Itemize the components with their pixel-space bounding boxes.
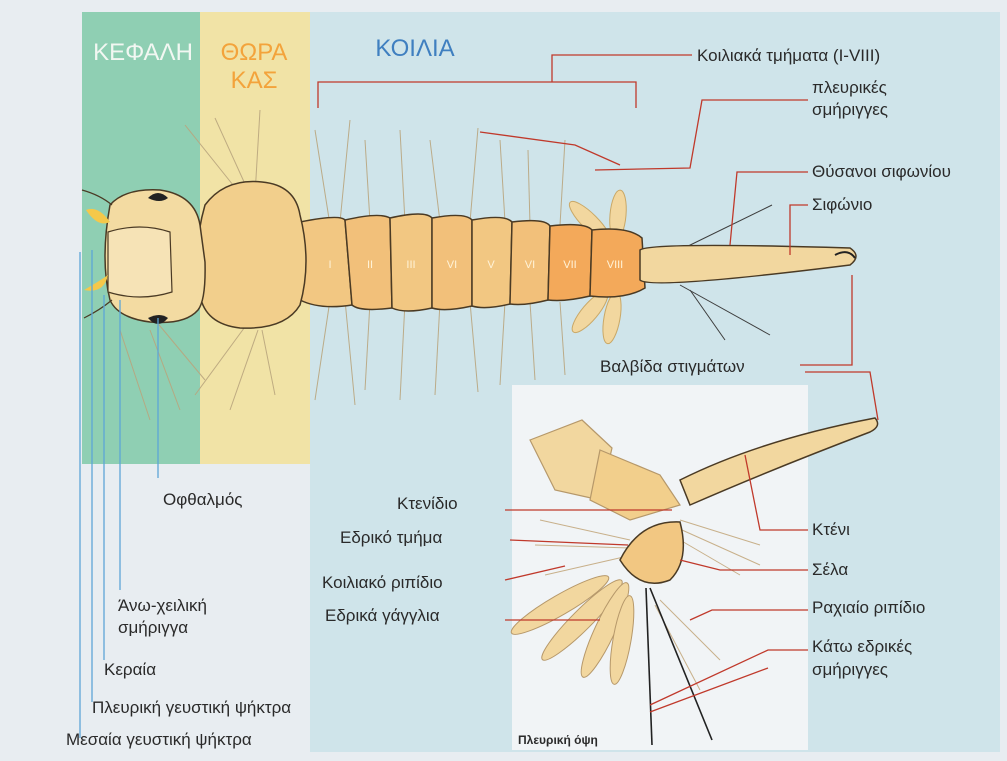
upper-lip-bristle-label-line1: Άνω-χειλική (118, 596, 207, 616)
segment-label: VIII (607, 259, 624, 271)
thorax (197, 181, 306, 328)
spiracle-valve-label: Βαλβίδα στιγμάτων (600, 357, 745, 377)
dorsal-brush-label: Ραχιαίο ριπίδιο (812, 598, 925, 618)
siphon-label: Σιφώνιο (812, 195, 872, 215)
lateral-bristles-label-line1: πλευρικές (812, 78, 887, 98)
segment-label: V (487, 259, 495, 271)
side-view-caption: Πλευρική όψη (518, 730, 598, 750)
upper-lip-bristle-label-line2: σμήριγγα (118, 618, 188, 638)
lower-anal-bristles-label-line2: σμήριγγες (812, 660, 888, 680)
abdominal-segments-label: Κοιλιακά τμήματα (I-VIII) (697, 46, 880, 66)
segment-label: VI (525, 259, 535, 271)
pecten-label: Κτένι (812, 520, 850, 540)
thorax-header-line1: ΘΩΡΑ (200, 38, 308, 68)
lateral-palp-brush-label: Πλευρική γευστική ψήκτρα (92, 698, 291, 718)
head-header: ΚΕΦΑΛΗ (85, 38, 201, 68)
anal-segment-label: Εδρικό τμήμα (340, 528, 442, 548)
lateral-bristles-label-line2: σμήριγγες (812, 100, 888, 120)
eye-label: Οφθαλμός (163, 490, 242, 510)
siphon-tufts-label: Θύσανοι σιφωνίου (812, 162, 951, 182)
segment-label: VI (447, 259, 457, 271)
segment-label: I (328, 259, 331, 271)
thorax-header-line2: ΚΑΣ (200, 66, 308, 96)
segment-label: VII (563, 259, 576, 271)
saddle-label: Σέλα (812, 560, 848, 580)
head-plate (108, 227, 172, 297)
abdomen-header: ΚΟΙΛΙΑ (360, 34, 470, 64)
ventral-brush-label: Κοιλιακό ριπίδιο (322, 573, 443, 593)
median-palp-brush-label: Μεσαία γευστική ψήκτρα (66, 730, 252, 750)
anal-gills-label: Εδρικά γάγγλια (325, 606, 440, 626)
antenna-label: Κεραία (104, 660, 156, 680)
segment-label: II (367, 259, 373, 271)
lower-anal-bristles-label-line1: Κάτω εδρικές (812, 637, 912, 657)
segment-label: III (406, 259, 415, 271)
comb-label: Κτενίδιο (397, 494, 458, 514)
